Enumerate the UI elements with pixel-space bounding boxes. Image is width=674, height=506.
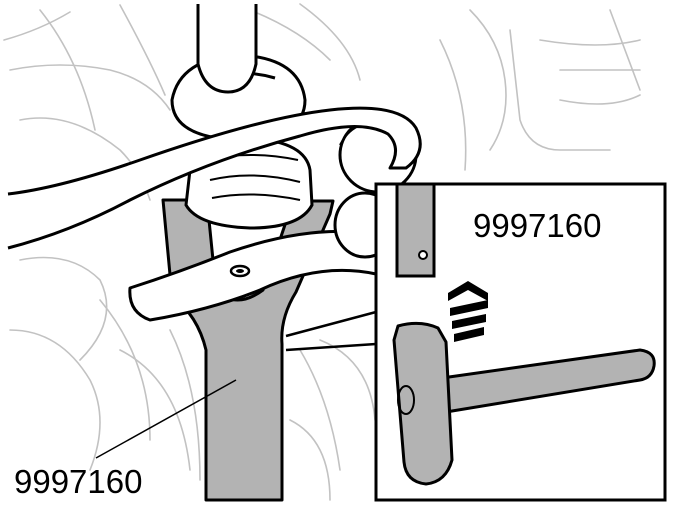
callout-line-upper [285, 310, 377, 338]
strut-tube [196, 4, 258, 94]
control-arm [128, 229, 378, 322]
anti-roll-bar [7, 106, 422, 250]
callout-line-lower [285, 342, 377, 352]
upward-chevron-arrows-icon [448, 281, 488, 342]
hammer-icon [392, 321, 656, 486]
pointer-line-main [95, 379, 237, 459]
detail-tool-tip [395, 182, 436, 278]
tool-number-main-label: 9997160 [14, 463, 143, 500]
tool-number-detail-label: 9997160 [473, 207, 602, 244]
